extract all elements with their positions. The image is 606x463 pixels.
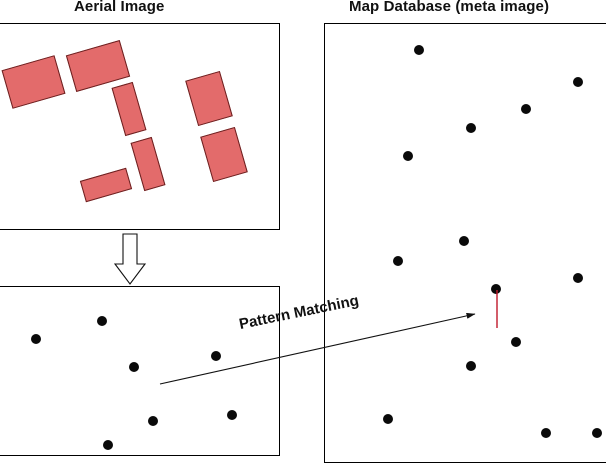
down-arrow xyxy=(113,233,147,285)
map-point xyxy=(383,414,393,424)
feature-point xyxy=(148,416,158,426)
feature-point xyxy=(227,410,237,420)
map-point xyxy=(403,151,413,161)
feature-point xyxy=(31,334,41,344)
feature-point xyxy=(103,440,113,450)
map-point xyxy=(573,273,583,283)
map-point xyxy=(521,104,531,114)
map-point xyxy=(541,428,551,438)
map-point xyxy=(592,428,602,438)
map-point xyxy=(511,337,521,347)
map-database-title: Map Database (meta image) xyxy=(349,0,550,15)
aerial-image-panel xyxy=(0,23,280,230)
diagram-overlay xyxy=(113,233,498,385)
aerial-image-title: Aerial Image xyxy=(74,0,165,15)
pattern-matching-arrow xyxy=(159,312,476,385)
map-point xyxy=(466,123,476,133)
feature-point xyxy=(97,316,107,326)
map-point xyxy=(459,236,469,246)
map-database-panel xyxy=(324,23,606,463)
map-point xyxy=(491,284,501,294)
feature-point xyxy=(129,362,139,372)
map-point xyxy=(393,256,403,266)
map-point xyxy=(414,45,424,55)
map-point xyxy=(573,77,583,87)
feature-point xyxy=(211,351,221,361)
map-point xyxy=(466,361,476,371)
